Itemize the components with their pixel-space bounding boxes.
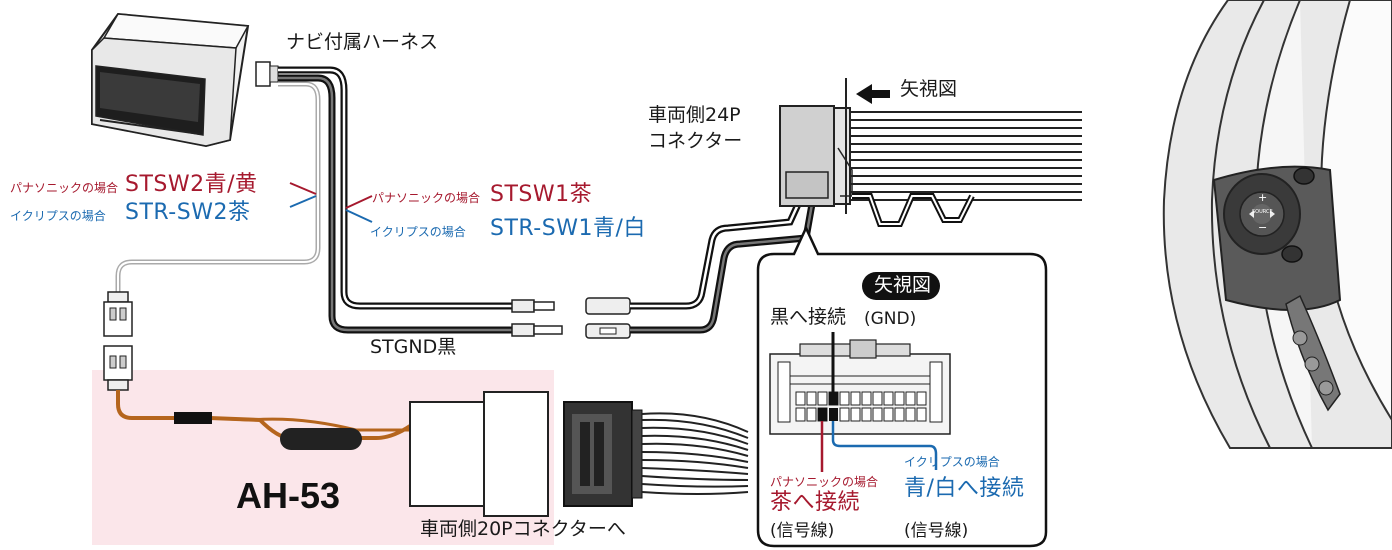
panasonic-case-label: パナソニックの場合 xyxy=(10,181,119,195)
signal-line-label-1: (信号線) xyxy=(770,521,835,541)
spade-connectors-right xyxy=(585,297,631,339)
strsw1-marker xyxy=(345,209,373,223)
strsw2-label: STR-SW2茶 xyxy=(125,200,251,225)
24p-wire-bundle xyxy=(850,111,1082,201)
black-connect-label: 黒へ接続 xyxy=(770,306,847,328)
ah53-model-label: AH-53 xyxy=(236,475,341,516)
stsw1-label: STSW1茶 xyxy=(490,182,593,207)
bluewhite-connect-label: 青/白へ接続 xyxy=(904,476,1025,501)
inset-title-pill xyxy=(862,272,940,300)
strsw1-label: STR-SW1青/白 xyxy=(490,216,646,241)
eclipse-case-label-2: イクリプスの場合 xyxy=(370,225,466,239)
arrow-view-label: 矢視図 xyxy=(900,78,958,100)
stgnd-label: STGND黒 xyxy=(370,336,457,358)
strsw2-marker xyxy=(289,195,317,208)
panasonic-case-label-2: パナソニックの場合 xyxy=(372,191,481,205)
vehicle-24p-connector xyxy=(779,78,853,214)
spade-connectors-left xyxy=(511,299,563,337)
vehicle-20p-connector xyxy=(563,401,643,507)
brown-connect-label: 茶へ接続 xyxy=(770,490,861,515)
inset-panasonic-case: パナソニックの場合 xyxy=(770,475,879,489)
ah53-harness xyxy=(103,291,549,517)
eclipse-case-label: イクリプスの場合 xyxy=(10,209,106,223)
stsw2-label: STSW2青/黄 xyxy=(125,172,258,197)
view-arrow-icon xyxy=(856,84,890,104)
inset-eclipse-case: イクリプスの場合 xyxy=(904,455,1000,469)
20p-wire-bundle xyxy=(641,412,749,495)
inset-title: 矢視図 xyxy=(874,274,932,296)
stsw2-marker xyxy=(289,182,317,195)
signal-line-label-2: (信号線) xyxy=(904,521,969,541)
volume-down-icon: − xyxy=(1258,221,1268,234)
navi-unit xyxy=(91,12,250,148)
gnd-label: (GND) xyxy=(864,309,917,329)
navi-harness-label: ナビ付属ハーネス xyxy=(286,31,439,53)
vehicle-24p-label-line1: 車両側24P xyxy=(648,104,741,126)
vehicle-24p-label-line2: コネクター xyxy=(648,130,743,152)
vehicle-20p-label: 車両側20Pコネクターへ xyxy=(420,518,626,540)
steering-wheel xyxy=(1160,0,1392,449)
navi-harness-connector xyxy=(255,61,271,87)
inset-connector-face xyxy=(769,332,951,472)
source-button-label: SOURCE xyxy=(1252,209,1273,215)
volume-up-icon: + xyxy=(1258,191,1268,204)
stsw1-marker xyxy=(345,195,373,209)
